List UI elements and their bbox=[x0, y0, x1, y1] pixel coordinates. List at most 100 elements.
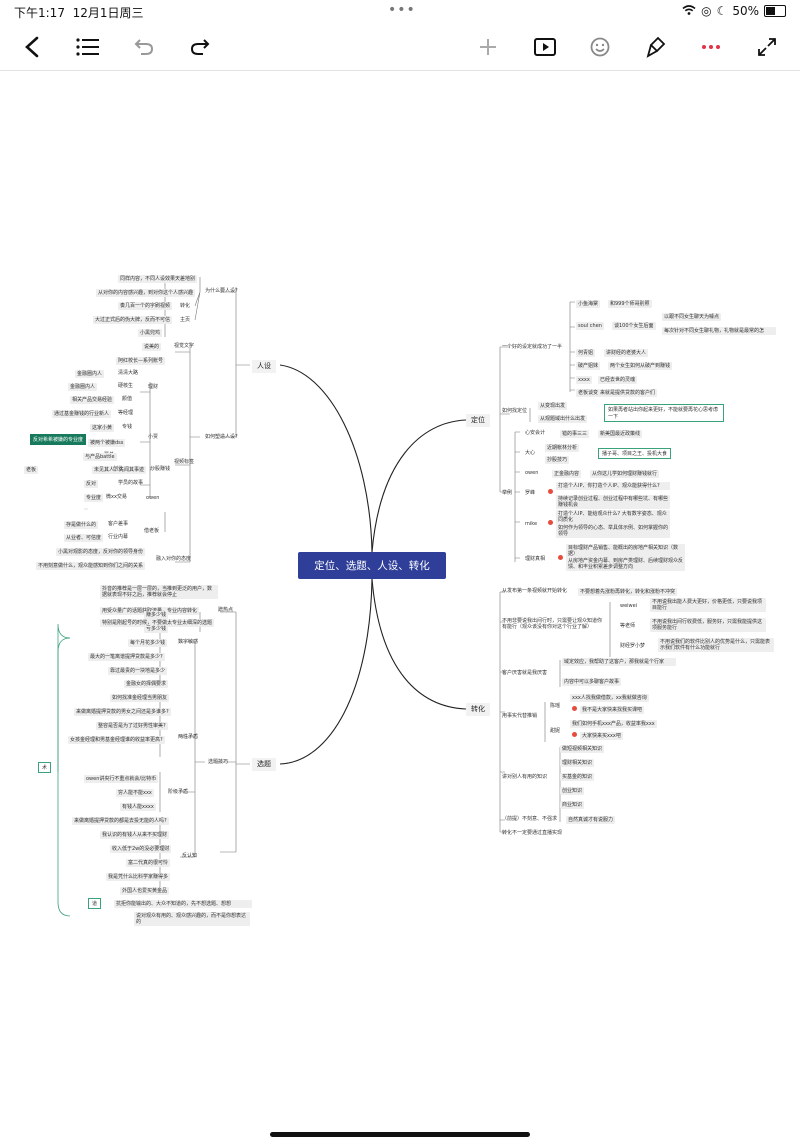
node-class[interactable]: 阶级矛盾 bbox=[168, 789, 189, 795]
node[interactable]: 外国人也爱买黄金品 bbox=[120, 887, 170, 895]
node[interactable]: 转化不一定要通过直播实现 bbox=[502, 830, 563, 836]
node[interactable]: 被两个被嫌dss bbox=[88, 439, 126, 447]
node[interactable]: 从观题域出什么出发 bbox=[538, 415, 588, 423]
node[interactable]: soul chen bbox=[576, 322, 604, 330]
node-fit[interactable]: 融入对你的态度 bbox=[156, 556, 192, 562]
node[interactable]: 来做离婚提押贷款的男女之间还是多谁多? bbox=[74, 708, 171, 716]
node[interactable]: 说美的 bbox=[142, 343, 162, 351]
back-icon[interactable] bbox=[18, 34, 46, 60]
node[interactable]: 清清大路 bbox=[118, 370, 139, 376]
node[interactable]: 从变现出发 bbox=[538, 402, 568, 410]
node[interactable]: 颜值 bbox=[122, 396, 133, 402]
node[interactable]: 从房地产资金内幕、到房产类理财、后续理财观众反馈、和丰业积累差步调整方向 bbox=[566, 557, 685, 571]
mindmap-canvas[interactable]: 定位、选题、人设、转化 人设 定位 选题 转化 为什么要人设? 同样内容，不同人… bbox=[0, 72, 800, 1145]
node[interactable]: 讲对别人有用的知识 bbox=[502, 774, 548, 780]
node[interactable]: 商业知识 bbox=[560, 801, 585, 809]
multitask-dots-icon[interactable]: ••• bbox=[388, 2, 416, 18]
node[interactable]: owen bbox=[525, 470, 539, 476]
node[interactable]: 整容是否是为了过好男性审美? bbox=[96, 722, 168, 730]
node-tags[interactable]: 视频标签 bbox=[174, 459, 195, 465]
node[interactable]: mike bbox=[525, 521, 538, 527]
node-how-persona[interactable]: 如何塑造人设? bbox=[205, 434, 238, 440]
node[interactable]: 有钱人能xxxx bbox=[120, 803, 156, 811]
plus-icon[interactable] bbox=[474, 34, 502, 60]
node[interactable]: 客户厌害就是我厌害 bbox=[502, 670, 548, 676]
node[interactable]: 谈100个女生后面 bbox=[612, 322, 656, 330]
node[interactable]: 创业知识 bbox=[560, 787, 585, 795]
node[interactable]: 相关产品交易经验 bbox=[70, 396, 115, 404]
node[interactable]: 靠过最贵的一块地是多少 bbox=[108, 667, 168, 675]
node[interactable]: 持续记录创业过程、创业过程中有哪些坑、有哪些赚钱机会 bbox=[556, 495, 670, 509]
redo-icon[interactable] bbox=[186, 34, 214, 60]
node[interactable]: 亏多少钱 bbox=[144, 625, 169, 633]
list-icon[interactable] bbox=[74, 34, 102, 60]
node[interactable]: 老板谈变 bbox=[576, 389, 601, 397]
node[interactable]: 新美国最近政策线 bbox=[598, 430, 643, 438]
node[interactable]: 最大的一笔离谱提押贷款是多少? bbox=[88, 653, 165, 661]
tag-dao[interactable]: 道 bbox=[88, 898, 102, 909]
node[interactable]: 老板 bbox=[24, 466, 39, 474]
node[interactable]: 特别是刚起号的时候，不要做太专业太细深的选题 bbox=[100, 619, 214, 627]
node[interactable]: 买基金的知识 bbox=[560, 773, 595, 781]
node[interactable]: 未见其人，先闻其事迹 bbox=[92, 466, 147, 474]
node[interactable]: 从业者、可信度 bbox=[64, 534, 104, 542]
node[interactable]: 如何找准金经理当男朋友 bbox=[110, 694, 170, 702]
node-tag[interactable]: 理财 bbox=[148, 384, 159, 390]
node[interactable]: 同样内容，不同人设效果天差地别 bbox=[118, 275, 198, 283]
node[interactable]: 我是凭什么比科学家赚得多 bbox=[106, 873, 171, 881]
node[interactable]: 和999个师哥别照 bbox=[608, 300, 652, 308]
node[interactable]: 赚多少钱 bbox=[144, 611, 169, 619]
node-why-persona[interactable]: 为什么要人设? bbox=[205, 288, 238, 294]
node[interactable]: 不要想着先涨粉再转化，转化和涨粉不冲突 bbox=[578, 588, 678, 596]
node[interactable]: 抄股技巧 bbox=[545, 456, 570, 464]
node-small[interactable]: 小贾 bbox=[148, 434, 159, 440]
node-topic-skill[interactable]: 选题技巧 bbox=[208, 759, 229, 765]
node[interactable]: 不用说我出能人费大更好，价格更低，只要说我项目能行 bbox=[650, 598, 766, 612]
node[interactable]: 存是做什么的 bbox=[64, 521, 99, 529]
node[interactable]: 打造个人IP、能给观众什么? 大有数字姿态、观众同质化 bbox=[556, 510, 670, 524]
expand-icon[interactable] bbox=[753, 34, 781, 60]
node[interactable]: 阿红校长—系列账号 bbox=[116, 357, 166, 365]
node-numbers[interactable]: 数字敏感 bbox=[178, 639, 199, 645]
node[interactable]: 错的事三三 bbox=[560, 430, 590, 438]
node[interactable]: 打造个人IP、你打造个人IP、观众能获得什么? bbox=[556, 482, 670, 490]
node[interactable]: 抗拒你能输出的、大众不知道的，先不想选题、想想 bbox=[114, 900, 252, 908]
node[interactable]: 说对观众有用的、观众感兴趣的，而不是你想表达的 bbox=[134, 912, 250, 926]
home-indicator[interactable] bbox=[270, 1132, 530, 1137]
play-icon[interactable] bbox=[531, 34, 559, 60]
node[interactable]: 如何作为领导的心态、举具体示例、如何掌握你的领导 bbox=[556, 524, 670, 538]
node[interactable]: 小鱼海棠 bbox=[576, 300, 601, 308]
tag-shu[interactable]: 术 bbox=[38, 762, 52, 773]
node-how-position[interactable]: 如何找定位 bbox=[502, 408, 528, 414]
node[interactable]: 穷人能不能xxx bbox=[116, 789, 154, 797]
node[interactable]: 我不是大家快来找我买课吧 bbox=[580, 706, 645, 714]
node[interactable]: 讲财经的老婆大人 bbox=[604, 349, 649, 357]
node[interactable]: 通过基金赚钱的行业新人 bbox=[52, 410, 112, 418]
node[interactable]: 从发布第一条视频就开始转化 bbox=[502, 588, 568, 594]
node[interactable]: 奏几百一个的字刷视频 bbox=[118, 302, 173, 310]
node-owen[interactable]: owen bbox=[146, 495, 160, 501]
node[interactable]: 自然真诚才有说服力 bbox=[566, 816, 616, 824]
node[interactable]: 大心 bbox=[525, 450, 536, 456]
branch-dingwei[interactable]: 定位 bbox=[466, 414, 490, 427]
node[interactable]: 专业度 bbox=[84, 494, 104, 502]
node[interactable]: 陈瑶 bbox=[550, 703, 561, 709]
node[interactable]: 创业 bbox=[113, 466, 124, 472]
node[interactable]: xxxx bbox=[576, 376, 592, 384]
node-examples[interactable]: 举例 bbox=[502, 490, 513, 496]
node-good-setting[interactable]: 一个好的设定就成功了一半 bbox=[502, 344, 563, 350]
node[interactable]: 等老师 bbox=[620, 623, 636, 629]
node-gender[interactable]: 两性矛盾 bbox=[178, 734, 199, 740]
node[interactable]: 这家小黄 bbox=[90, 424, 115, 432]
node[interactable]: 微xx交易 bbox=[106, 494, 127, 500]
node[interactable]: 专钱 bbox=[122, 424, 133, 430]
node[interactable]: 小黑对观影的态度，反对你的领导身份 bbox=[56, 548, 146, 556]
node[interactable]: 转化 bbox=[180, 303, 191, 309]
node[interactable]: xxx人找我做借款，xx我就做咨询 bbox=[570, 694, 649, 702]
node[interactable]: 理财相关知识 bbox=[560, 759, 595, 767]
node[interactable]: 主页 bbox=[180, 317, 191, 323]
node[interactable]: 与产品battle bbox=[83, 453, 117, 461]
node[interactable]: 炒股赚钱 bbox=[150, 466, 171, 472]
note-box[interactable]: 播子哥、项目之王、投机大食 bbox=[598, 448, 672, 459]
node[interactable]: （前提）不刻意、不强求 bbox=[502, 816, 558, 822]
